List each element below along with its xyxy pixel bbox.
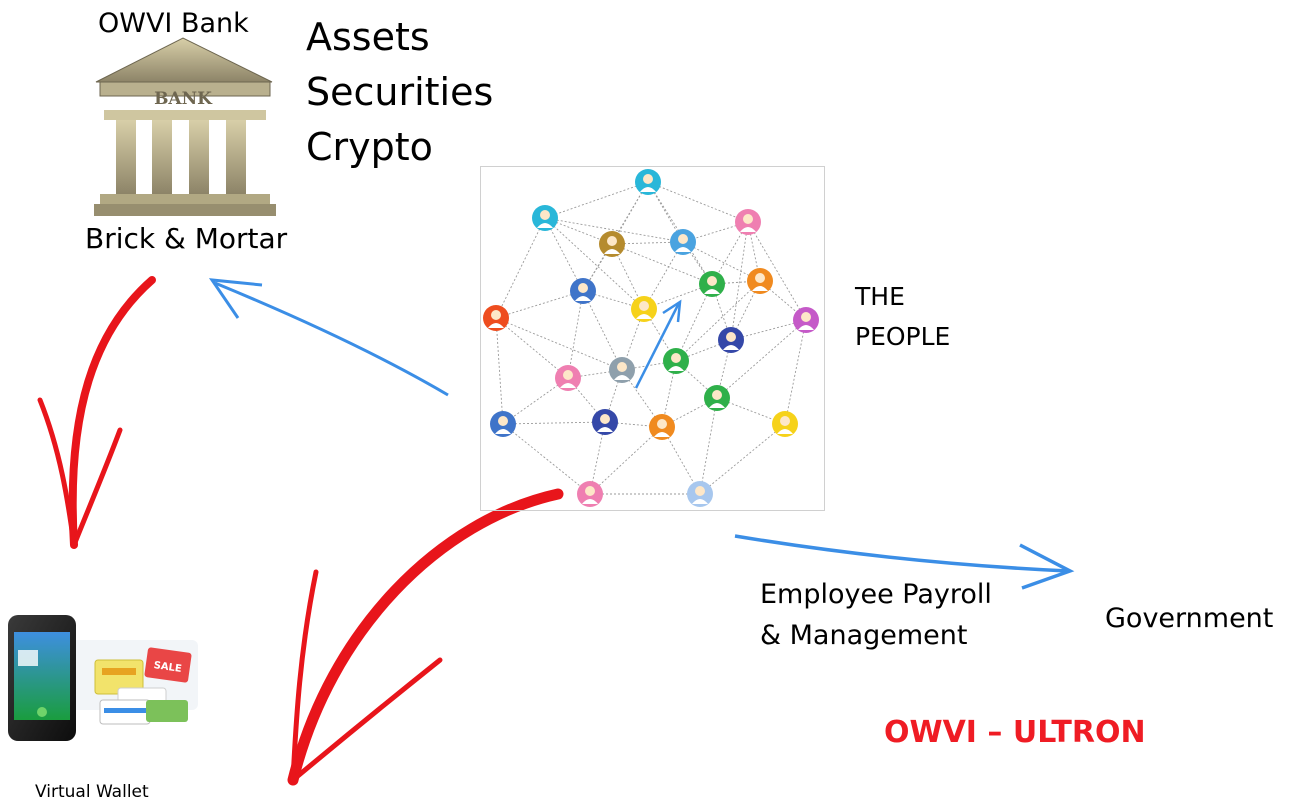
network-link (544, 217, 684, 243)
network-link (502, 377, 569, 425)
network-link (611, 243, 713, 285)
person-node (490, 411, 516, 437)
person-node (599, 231, 625, 257)
network-link (544, 217, 584, 292)
bank-name: OWVI Bank (98, 8, 249, 39)
network-link (495, 317, 623, 371)
network-link (495, 290, 584, 319)
person-node (699, 271, 725, 297)
bank-icon: BANK (94, 37, 276, 216)
person-node (649, 414, 675, 440)
blue-arrow-inner (634, 299, 682, 389)
network-link (582, 181, 649, 292)
bank-caption: Brick & Mortar (85, 222, 288, 255)
person-node (555, 365, 581, 391)
person-node (663, 348, 689, 374)
asset-item: Assets (306, 15, 430, 59)
network-link (495, 317, 504, 425)
person-node (577, 481, 603, 507)
blue-arrow-to-bank (208, 278, 449, 397)
wallet-icon: SALE (8, 615, 198, 741)
people-label-line: THE (855, 282, 905, 311)
person-node (592, 409, 618, 435)
red-arrow-bank-to-wallet (37, 276, 156, 549)
brand-title: OWVI – ULTRON (884, 715, 1146, 750)
red-arrow-people-to-wallet (287, 488, 564, 786)
person-node (793, 307, 819, 333)
payroll-label: Employee Payroll & Management (760, 575, 992, 656)
network-link (544, 217, 645, 310)
person-node (704, 385, 730, 411)
network-link (567, 290, 584, 379)
person-node (635, 169, 661, 195)
person-node (670, 229, 696, 255)
person-node (747, 268, 773, 294)
person-node (483, 305, 509, 331)
person-node (687, 481, 713, 507)
people-network-frame (480, 166, 825, 511)
network-link (582, 290, 623, 371)
payroll-label-line: & Management (760, 619, 968, 651)
network-link (502, 423, 591, 495)
asset-item: Crypto (306, 125, 433, 170)
network-link (699, 397, 718, 495)
wallet-card-text: SALE (153, 660, 183, 675)
people-network (483, 169, 819, 507)
payroll-label-line: Employee Payroll (760, 579, 992, 610)
person-node (609, 357, 635, 383)
blue-arrow-to-government (734, 534, 1075, 590)
network-link (784, 319, 807, 425)
person-node (772, 411, 798, 437)
network-link (730, 280, 761, 341)
network-link (621, 308, 645, 371)
people-label-line: PEOPLE (855, 322, 951, 351)
person-node (532, 205, 558, 231)
person-node (735, 209, 761, 235)
person-node (570, 278, 596, 304)
network-link (502, 421, 606, 425)
bank-facade-text: BANK (154, 89, 213, 109)
person-node (631, 296, 657, 322)
government-label: Government (1105, 603, 1274, 634)
network-link (589, 426, 663, 495)
network-link (647, 181, 749, 223)
network-link (747, 221, 807, 321)
people-label: THE PEOPLE (855, 277, 950, 357)
bank-assets-list: Assets Securities Crypto (306, 10, 493, 175)
network-link (675, 280, 761, 362)
asset-item: Securities (306, 70, 494, 115)
wallet-label: Virtual Wallet (35, 782, 149, 802)
network-link (495, 217, 546, 319)
person-node (718, 327, 744, 353)
